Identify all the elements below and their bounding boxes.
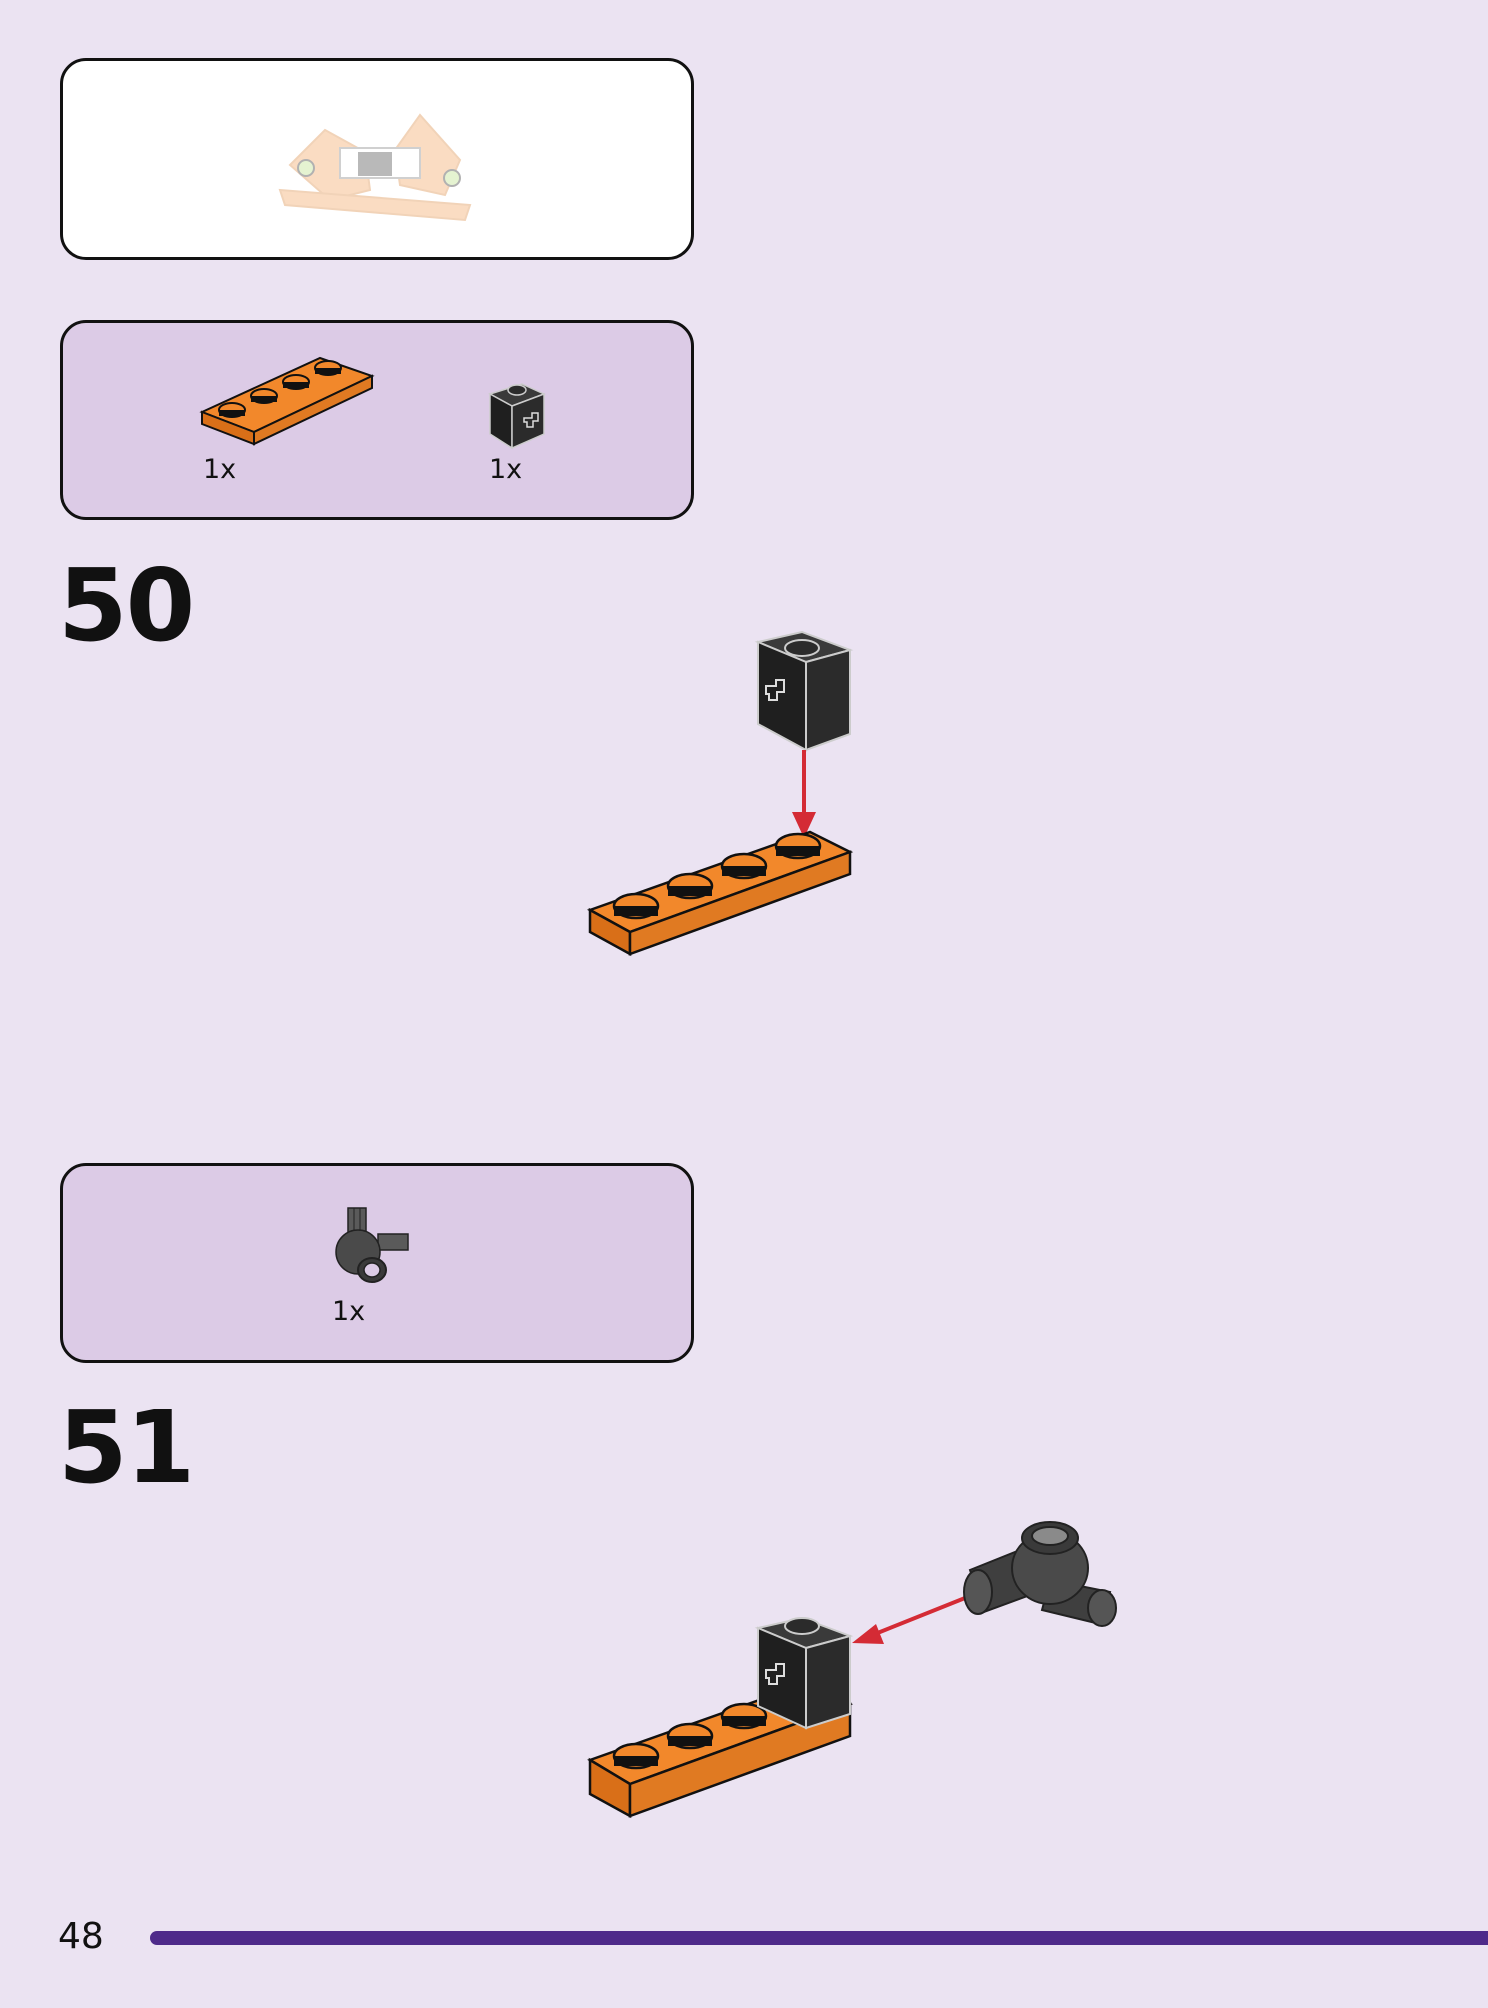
parts-list-step-50 (60, 320, 694, 520)
faded-model-preview (278, 113, 472, 222)
axle-connector-part-icon (335, 1207, 409, 1283)
step-51-illustration (587, 1521, 1117, 1819)
part-quantity: 1x (203, 454, 237, 485)
black-brick-part-icon (488, 383, 546, 450)
footer-bar (150, 1931, 1488, 1945)
model-preview-box (60, 58, 694, 260)
part-quantity: 1x (332, 1296, 366, 1327)
step-50-illustration (586, 630, 854, 957)
orange-plate-part-icon (199, 356, 375, 446)
step-number: 51 (58, 1389, 195, 1506)
page-number: 48 (58, 1916, 104, 1957)
step-number: 50 (58, 547, 195, 664)
part-quantity: 1x (489, 454, 523, 485)
